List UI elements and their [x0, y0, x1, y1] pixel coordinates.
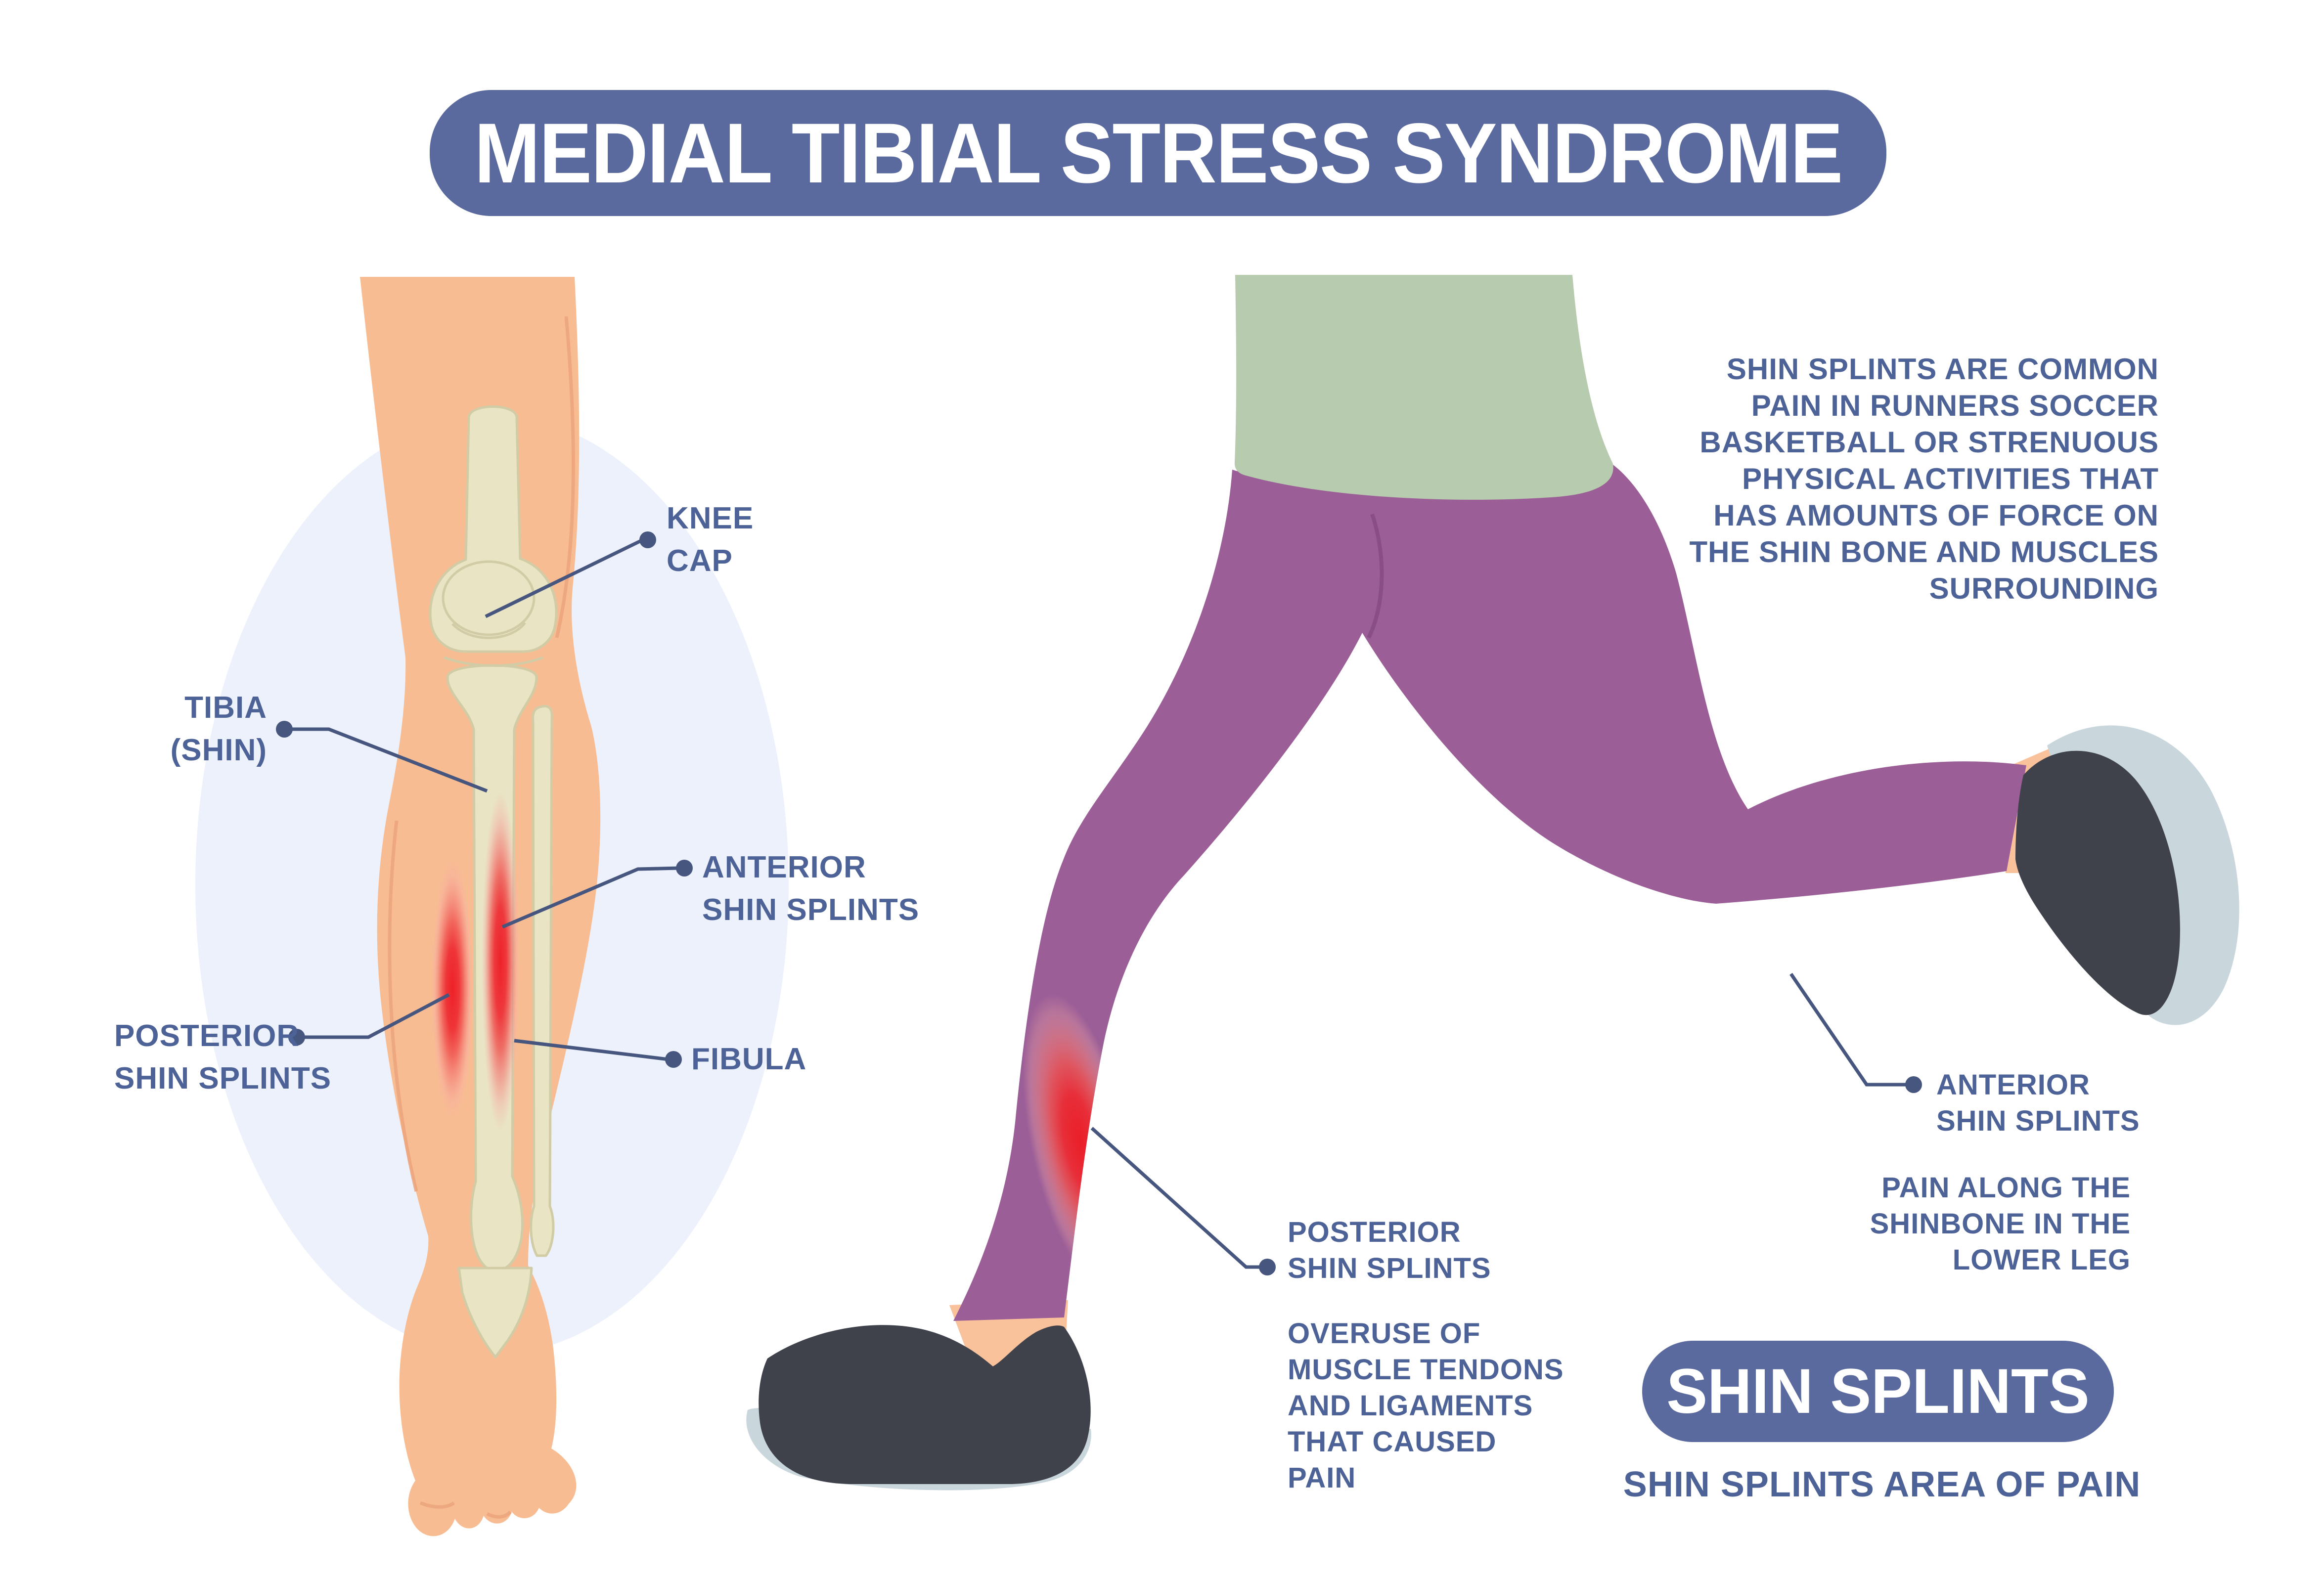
leader-dots [276, 531, 1922, 1275]
fibula-label: FIBULA [691, 1042, 807, 1076]
posterior-dot [288, 1029, 305, 1046]
tibia-label: TIBIA (SHIN) [170, 691, 267, 767]
front-shoe [759, 1325, 1091, 1484]
fibula-bone [530, 705, 555, 1257]
knee-cap-label: KNEE CAP [667, 501, 754, 578]
anterior-pain-area [482, 791, 519, 1132]
leader-lines [284, 538, 1909, 1269]
title-banner: MEDIAL TIBIAL STRESS SYNDROME [430, 90, 1886, 216]
posterior-shin-splints-label: POSTERIOR SHIN SPLINTS [114, 1019, 332, 1096]
area-of-pain-caption: SHIN SPLINTS AREA OF PAIN [1623, 1465, 2141, 1504]
runner-anterior-dot [1905, 1076, 1922, 1093]
knee-joint-line [444, 656, 543, 667]
runner-anterior-leader-line [1789, 973, 1909, 1087]
runner-anterior-label: ANTERIOR SHIN SPLINTS [1936, 1069, 2140, 1137]
tibia-dot [276, 721, 293, 738]
page-title: MEDIAL TIBIAL STRESS SYNDROME [474, 105, 1843, 201]
anatomy-diagram [195, 277, 789, 1536]
ankle-bones [457, 1267, 533, 1359]
runner-posterior-label: POSTERIOR SHIN SPLINTS [1288, 1216, 1491, 1284]
knee-cap-dot [639, 531, 656, 548]
posterior-pain-area [432, 859, 473, 1118]
runner-posterior-dot [1259, 1259, 1276, 1275]
intro-paragraph: SHIN SPLINTS ARE COMMON PAIN IN RUNNERS … [1689, 352, 2159, 605]
anterior-leader-line [501, 866, 680, 929]
tibia-leader-line [284, 727, 488, 793]
shin-splints-badge-text: SHIN SPLINTS [1666, 1356, 2090, 1427]
posterior-leader-line [302, 993, 450, 1039]
back-shoe-sole [2047, 725, 2239, 1025]
anterior-shin-splints-label: ANTERIOR SHIN SPLINTS [702, 850, 920, 927]
patella-detail-line [451, 622, 526, 639]
runner-posterior-leader-line [1090, 1127, 1262, 1269]
anterior-dot [676, 860, 693, 877]
leggings [953, 462, 2026, 1321]
shin-splints-badge: SHIN SPLINTS [1642, 1341, 2114, 1442]
runner-anterior-description: PAIN ALONG THE SHINBONE IN THE LOWER LEG [1870, 1172, 2131, 1276]
back-shoe [2015, 750, 2180, 1015]
fibula-dot [665, 1051, 682, 1068]
patella-bone [442, 560, 536, 636]
fibula-leader-line [514, 1039, 669, 1061]
skin-shading-lines [388, 316, 575, 1519]
shirt [1234, 275, 1613, 500]
leggings-seam-line [1367, 513, 1384, 639]
runner-posterior-description: OVERUSE OF MUSCLE TENDONS AND LIGAMENTS … [1288, 1317, 1564, 1494]
knee-cap-leader-line [485, 538, 644, 618]
